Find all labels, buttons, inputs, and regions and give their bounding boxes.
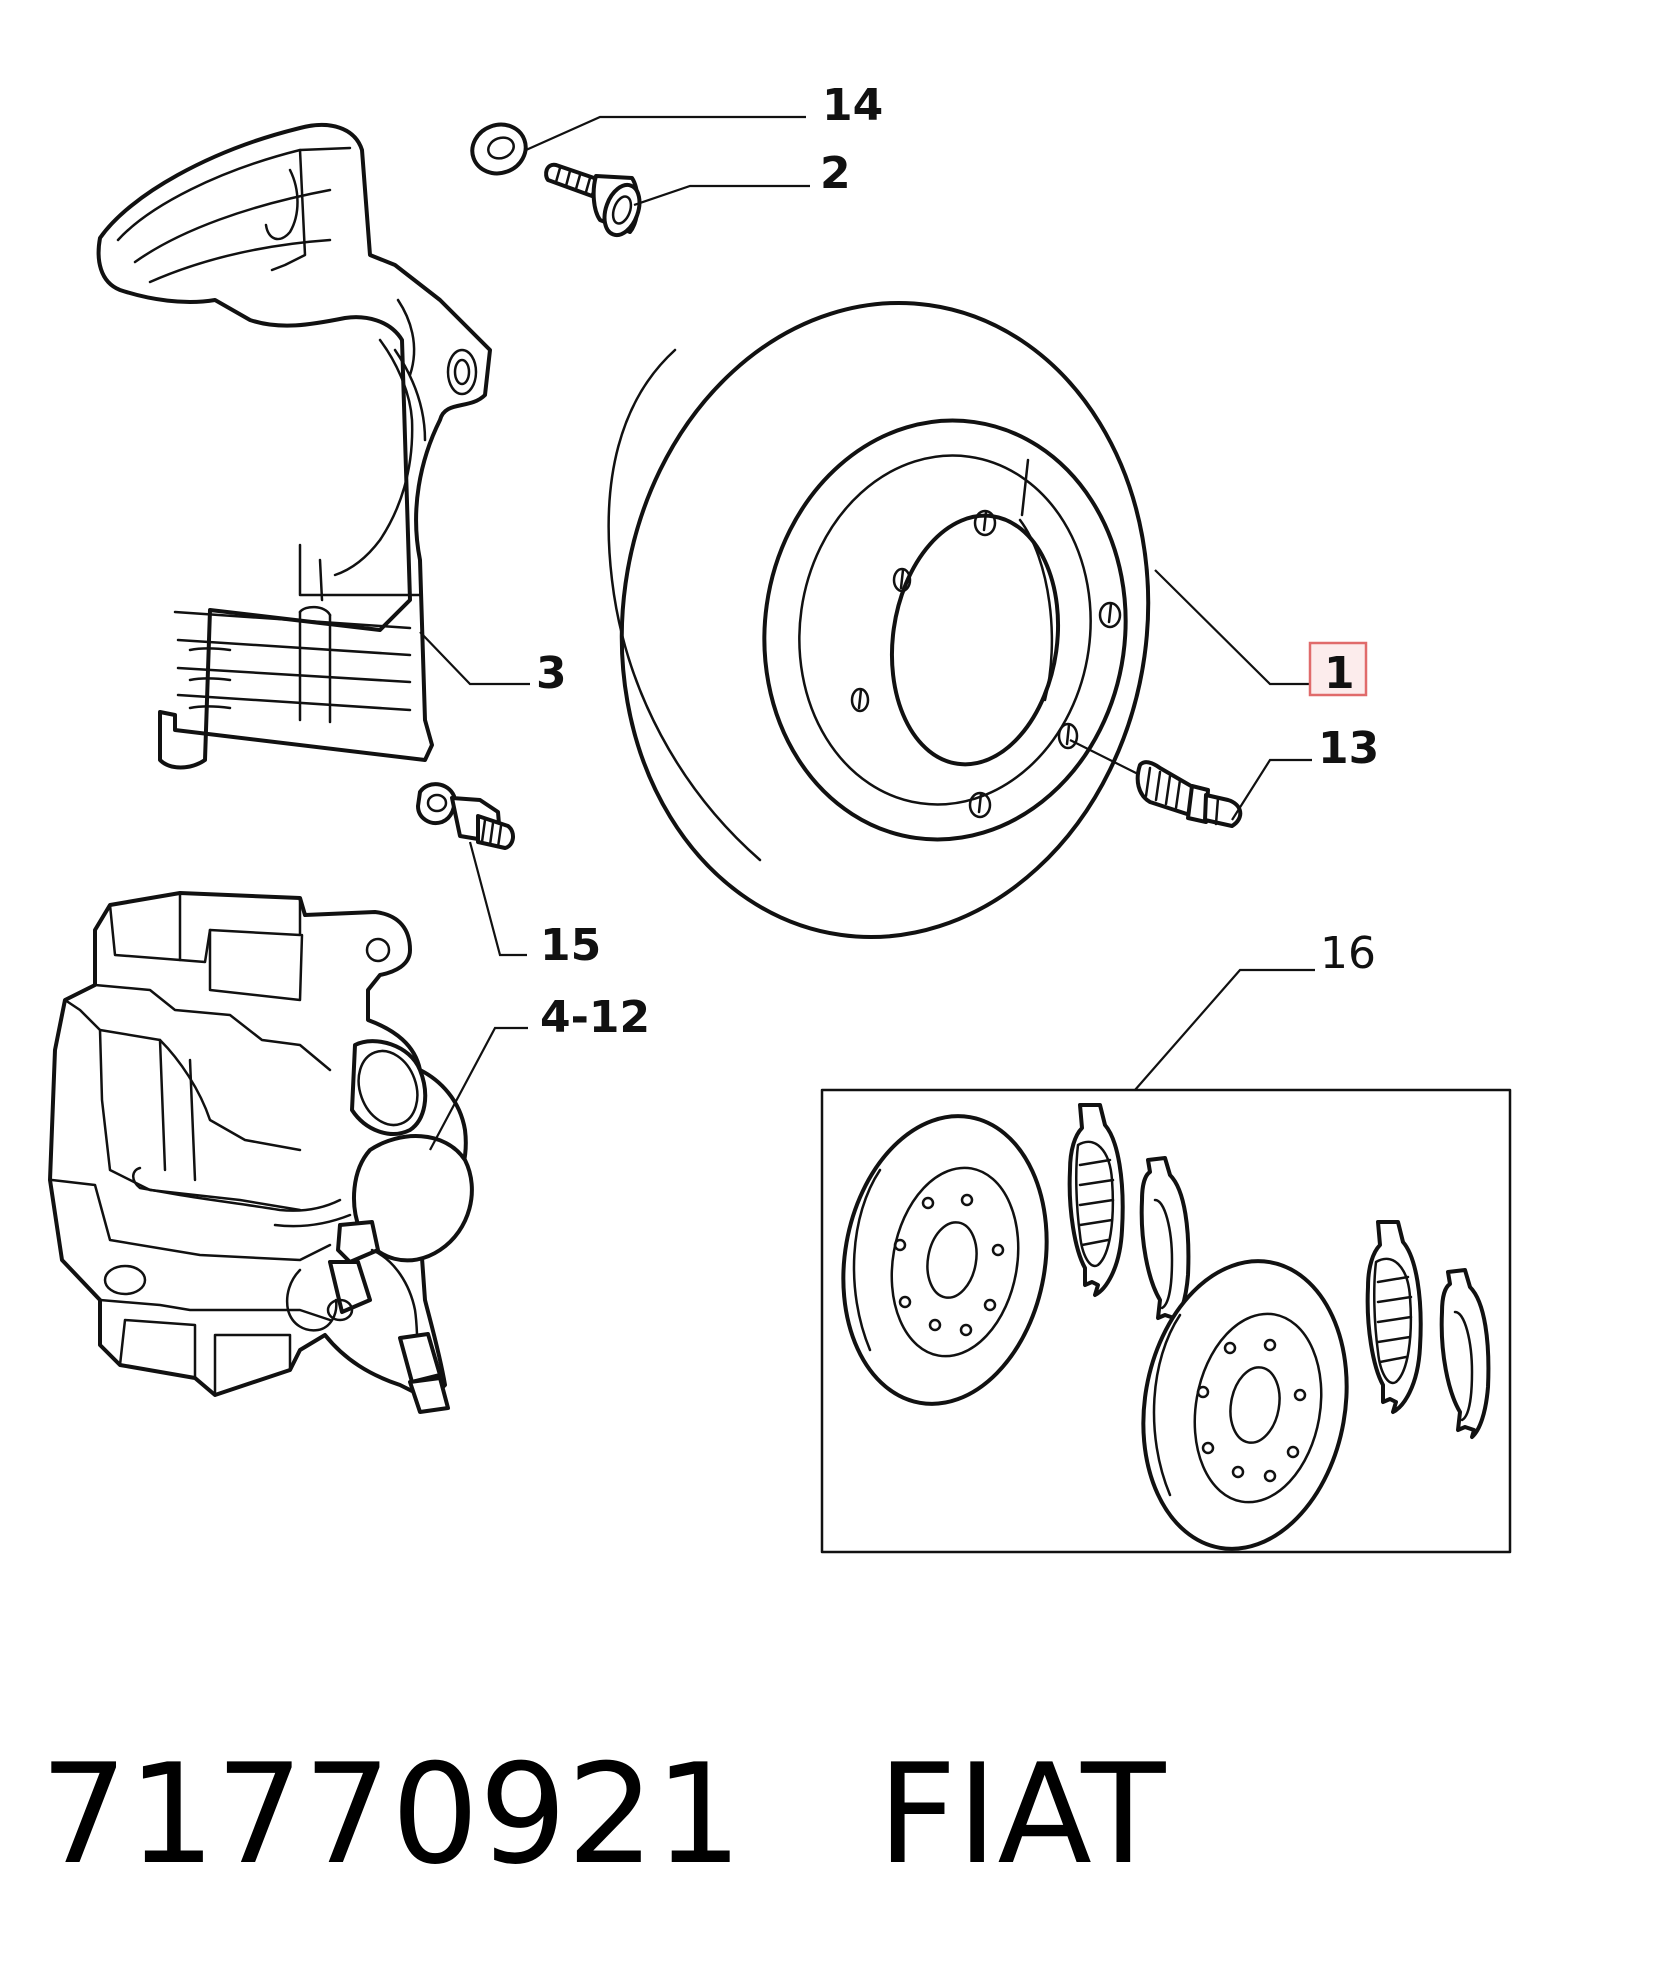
part-2-bolt: [544, 162, 642, 238]
part-16-kit: [820, 1088, 1512, 1554]
part-15-bleed-screw: [416, 782, 515, 850]
part-1-brake-disc: [607, 300, 1151, 940]
callouts: 14 2 3 1 13 15 4-12 16: [536, 80, 1379, 1043]
part-3-brake-shield: [96, 123, 492, 770]
part-caption: 71770921 FIAT: [40, 1735, 1165, 1895]
callout-15[interactable]: 15: [540, 920, 601, 971]
part-13-wheel-stud: [1069, 739, 1243, 828]
callout-16[interactable]: 16: [1320, 928, 1376, 979]
callout-13[interactable]: 13: [1318, 723, 1379, 774]
part-4-12-caliper: [48, 891, 474, 1414]
leader-lines: [419, 115, 1315, 1151]
part-number: 71770921: [40, 1734, 743, 1895]
callout-14[interactable]: 14: [822, 80, 883, 131]
part-14-washer: [470, 122, 528, 176]
callout-4-12[interactable]: 4-12: [540, 992, 650, 1043]
callout-1-highlight: [1308, 641, 1368, 697]
brand-name: FIAT: [877, 1734, 1166, 1895]
callout-3[interactable]: 3: [536, 648, 567, 699]
callout-1[interactable]: 1: [1324, 648, 1355, 699]
callout-2[interactable]: 2: [820, 148, 851, 199]
